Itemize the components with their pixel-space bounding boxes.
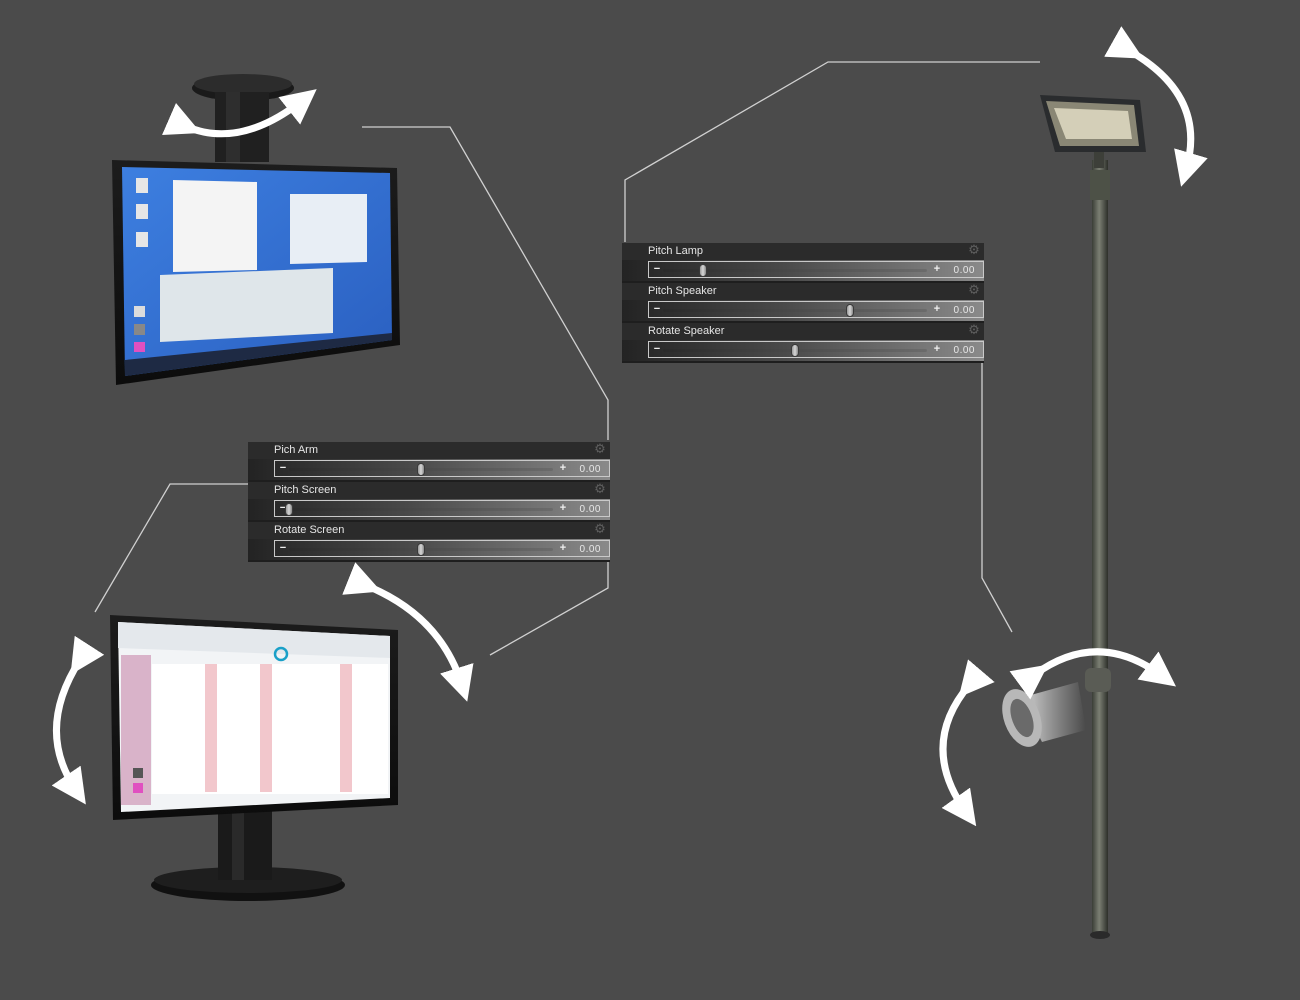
minus-icon[interactable]: − <box>279 542 287 554</box>
curved-double-arrow-icon <box>1104 26 1208 187</box>
plus-icon[interactable]: + <box>559 502 567 514</box>
param-header: Pitch Speaker ⚙ <box>622 283 984 300</box>
param-body: − + 0.00 <box>248 499 610 522</box>
rotation-arrows <box>51 26 1208 827</box>
param-pitch-speaker: Pitch Speaker ⚙ − + 0.00 <box>622 283 984 323</box>
slider-track[interactable] <box>663 344 927 357</box>
gear-icon[interactable]: ⚙ <box>968 323 980 338</box>
curved-double-arrow-icon <box>1009 648 1177 700</box>
param-body: − + 0.00 <box>622 300 984 323</box>
param-body: − + 0.00 <box>248 539 610 562</box>
curved-double-arrow-icon <box>939 659 995 827</box>
minus-icon[interactable]: − <box>653 263 661 275</box>
param-label: Pitch Lamp <box>648 245 704 257</box>
curved-double-arrow-icon <box>51 635 105 805</box>
connector-line-lamp <box>624 61 1040 242</box>
param-body: − + 0.00 <box>248 459 610 482</box>
slider-thumb[interactable] <box>791 344 799 357</box>
slider-track[interactable] <box>663 264 927 277</box>
gear-icon[interactable]: ⚙ <box>968 283 980 298</box>
screen-params-panel: Pich Arm ⚙ − + 0.00 Pitch Screen ⚙ − <box>248 442 610 562</box>
slider-control: − + 0.00 <box>274 460 610 477</box>
lamp-pole <box>1002 95 1146 939</box>
connector-line-top-monitor <box>362 126 609 440</box>
connector-line-rotate-screen <box>489 560 609 656</box>
param-body: − + 0.00 <box>622 340 984 363</box>
connector-lines <box>94 61 1040 656</box>
lamp-params-panel: Pitch Lamp ⚙ − + 0.00 Pitch Speaker ⚙ − <box>622 243 984 363</box>
slider-thumb[interactable] <box>285 503 293 516</box>
param-label: Pitch Screen <box>274 484 337 496</box>
param-body: − + 0.00 <box>622 260 984 283</box>
param-value[interactable]: 0.00 <box>953 345 975 356</box>
slider-thumb[interactable] <box>417 543 425 556</box>
plus-icon[interactable]: + <box>933 303 941 315</box>
param-rotate-screen: Rotate Screen ⚙ − + 0.00 <box>248 522 610 562</box>
param-pich-arm: Pich Arm ⚙ − + 0.00 <box>248 442 610 482</box>
connector-line-speaker <box>981 360 1013 633</box>
ceiling-monitor <box>112 74 400 385</box>
slider-control: − + 0.00 <box>274 540 610 557</box>
slider-track[interactable] <box>285 503 553 516</box>
curved-double-arrow-icon <box>342 562 474 702</box>
minus-icon[interactable]: − <box>279 462 287 474</box>
plus-icon[interactable]: + <box>559 462 567 474</box>
gear-icon[interactable]: ⚙ <box>968 243 980 258</box>
gear-icon[interactable]: ⚙ <box>594 482 606 497</box>
desk-monitor <box>110 615 398 901</box>
param-value[interactable]: 0.00 <box>953 265 975 276</box>
gear-icon[interactable]: ⚙ <box>594 442 606 457</box>
param-rotate-speaker: Rotate Speaker ⚙ − + 0.00 <box>622 323 984 363</box>
slider-control: − + 0.00 <box>648 301 984 318</box>
connector-line-bottom-monitor <box>94 483 248 613</box>
curved-double-arrow-icon <box>161 89 317 138</box>
minus-icon[interactable]: − <box>653 343 661 355</box>
param-pitch-screen: Pitch Screen ⚙ − + 0.00 <box>248 482 610 522</box>
param-value[interactable]: 0.00 <box>579 504 601 515</box>
minus-icon[interactable]: − <box>653 303 661 315</box>
param-pitch-lamp: Pitch Lamp ⚙ − + 0.00 <box>622 243 984 283</box>
plus-icon[interactable]: + <box>559 542 567 554</box>
plus-icon[interactable]: + <box>933 343 941 355</box>
param-label: Pich Arm <box>274 444 319 456</box>
param-header: Pitch Screen ⚙ <box>248 482 610 499</box>
gear-icon[interactable]: ⚙ <box>594 522 606 537</box>
param-value[interactable]: 0.00 <box>579 464 601 475</box>
param-value[interactable]: 0.00 <box>953 305 975 316</box>
param-label: Pitch Speaker <box>648 285 717 297</box>
param-value[interactable]: 0.00 <box>579 544 601 555</box>
param-header: Pitch Lamp ⚙ <box>622 243 984 260</box>
param-header: Rotate Speaker ⚙ <box>622 323 984 340</box>
slider-control: − + 0.00 <box>274 500 610 517</box>
slider-track[interactable] <box>289 463 553 476</box>
slider-control: − + 0.00 <box>648 261 984 278</box>
minus-icon[interactable]: − <box>279 502 287 514</box>
slider-thumb[interactable] <box>417 463 425 476</box>
slider-track[interactable] <box>289 543 553 556</box>
slider-track[interactable] <box>663 304 927 317</box>
param-label: Rotate Speaker <box>648 325 725 337</box>
slider-control: − + 0.00 <box>648 341 984 358</box>
slider-thumb[interactable] <box>846 304 855 317</box>
slider-thumb[interactable] <box>698 264 707 277</box>
plus-icon[interactable]: + <box>933 263 941 275</box>
param-header: Pich Arm ⚙ <box>248 442 610 459</box>
param-header: Rotate Screen ⚙ <box>248 522 610 539</box>
param-label: Rotate Screen <box>274 524 345 536</box>
